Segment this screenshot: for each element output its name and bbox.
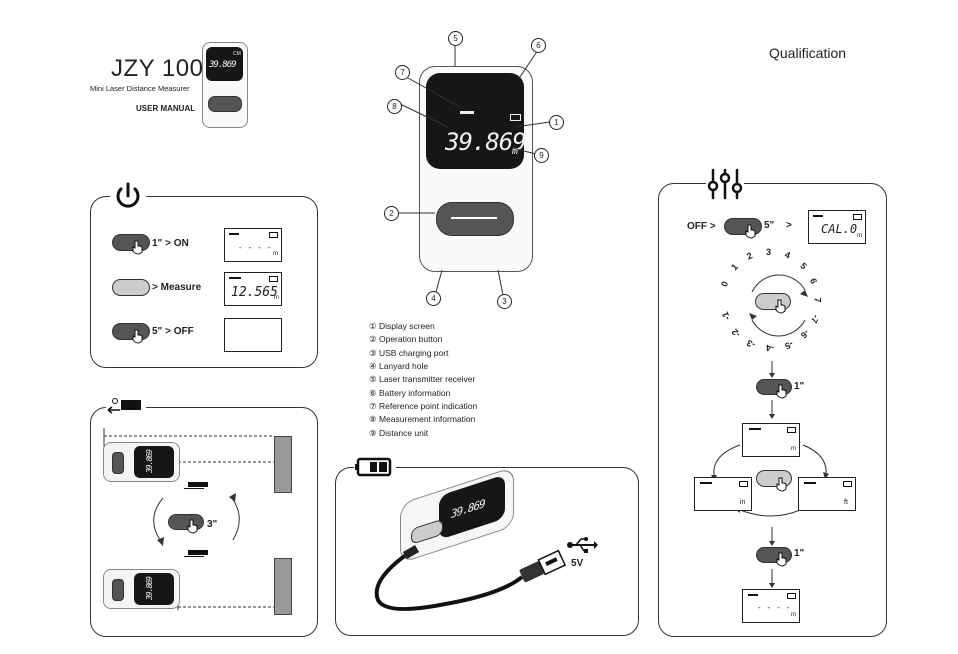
voltage-label: 5V bbox=[571, 558, 584, 569]
legend-item: ⑧ Measurement information bbox=[369, 414, 476, 424]
reference-device-bottom: 39.869 bbox=[103, 569, 180, 609]
settings-hold-label: 5" bbox=[764, 220, 775, 231]
target-wall-bottom bbox=[274, 558, 292, 615]
header-device-button bbox=[208, 96, 242, 112]
hand-pointer-icon bbox=[131, 240, 143, 255]
power-off-screen bbox=[224, 318, 282, 352]
power-on-screen-unit: m bbox=[273, 251, 278, 257]
callout-5: 5 bbox=[448, 31, 463, 46]
hand-pointer-icon bbox=[775, 552, 787, 567]
model-name: JZY 100 bbox=[111, 55, 204, 82]
measure-screen: 12.565 m bbox=[224, 272, 282, 306]
device-screen: 39.869 m bbox=[426, 73, 527, 169]
legend-item: ⑨ Distance unit bbox=[369, 428, 429, 438]
legend-item: ⑤ Laser transmitter receiver bbox=[369, 374, 476, 384]
callout-9: 9 bbox=[534, 148, 549, 163]
settings-off-label: OFF > bbox=[687, 221, 716, 232]
user-manual-label: USER MANUAL bbox=[136, 104, 196, 113]
reference-front-indicator bbox=[184, 550, 208, 558]
measure-screen-text: 12.565 bbox=[231, 285, 278, 300]
power-on-screen-text: - - - - bbox=[238, 243, 272, 252]
hand-pointer-icon bbox=[775, 477, 787, 492]
unit-screen-in-label: in bbox=[740, 499, 746, 506]
power-off-label: 5" > OFF bbox=[152, 326, 194, 337]
legend-item: ① Display screen bbox=[369, 321, 435, 331]
target-wall-top bbox=[274, 436, 292, 493]
hand-pointer-icon bbox=[774, 299, 786, 314]
unit-screen-ft-label: ft bbox=[844, 499, 848, 506]
callout-4: 4 bbox=[426, 291, 441, 306]
reference-device-top: 39.869 bbox=[103, 442, 180, 482]
final-screen-text: - - - - bbox=[757, 603, 791, 612]
battery-indicator-icon bbox=[510, 114, 521, 121]
callout-6: 6 bbox=[531, 38, 546, 53]
battery-icon bbox=[354, 456, 396, 478]
legend-item: ④ Lanyard hole bbox=[369, 361, 429, 371]
usb-icon bbox=[566, 536, 598, 554]
header-device-reading: 39.869 bbox=[209, 60, 236, 70]
legend-item: ⑦ Reference point indication bbox=[369, 401, 478, 411]
unit-screen-m: m bbox=[742, 423, 800, 457]
device-unit: m bbox=[512, 146, 518, 157]
settings-sliders-icon bbox=[706, 168, 744, 200]
settings-arrow: > bbox=[786, 220, 792, 231]
hand-pointer-icon bbox=[186, 519, 198, 534]
legend-item: ⑥ Battery information bbox=[369, 388, 451, 398]
power-icon bbox=[110, 182, 146, 212]
callout-2: 2 bbox=[384, 206, 399, 221]
unit-press-label-1: 1" bbox=[794, 381, 805, 392]
unit-screen-ft: ft bbox=[798, 477, 856, 511]
calibration-screen-text: CAL.0 bbox=[821, 222, 858, 236]
power-on-screen: - - - - m bbox=[224, 228, 282, 262]
reference-hold-label: 3" bbox=[207, 519, 218, 530]
unit-press-label-2: 1" bbox=[794, 548, 805, 559]
hand-pointer-icon bbox=[744, 224, 756, 239]
reference-point-indicator bbox=[460, 111, 474, 114]
hand-pointer-icon bbox=[131, 329, 143, 344]
final-screen: - - - - m bbox=[742, 589, 800, 623]
callout-8: 8 bbox=[387, 99, 402, 114]
legend-item: ③ USB charging port bbox=[369, 348, 449, 358]
model-subtitle: Mini Laser Distance Measurer bbox=[90, 84, 190, 93]
header-device-badge: CM bbox=[233, 51, 241, 57]
qualification-label: Qualification bbox=[769, 45, 847, 61]
unit-screen-m-label: m bbox=[791, 446, 796, 452]
operation-button bbox=[436, 202, 514, 236]
callout-7: 7 bbox=[395, 65, 410, 80]
callout-3: 3 bbox=[497, 294, 512, 309]
final-screen-unit: m bbox=[791, 612, 796, 618]
measure-screen-unit: m bbox=[274, 295, 279, 301]
reference-rear-indicator bbox=[184, 482, 208, 490]
power-on-label: 1" > ON bbox=[152, 238, 189, 249]
header-device-screen: 39.869 CM bbox=[206, 47, 243, 81]
legend-item: ② Operation button bbox=[369, 334, 443, 344]
hand-pointer-icon bbox=[775, 384, 787, 399]
header-device: 39.869 CM bbox=[202, 42, 248, 128]
calibration-screen-unit: m bbox=[857, 233, 862, 239]
calibration-screen: CAL.0 m bbox=[808, 210, 866, 244]
measure-button bbox=[112, 279, 150, 296]
device-reading: 39.869 bbox=[445, 128, 527, 156]
callout-1: 1 bbox=[549, 115, 564, 130]
measure-label: > Measure bbox=[152, 282, 202, 293]
unit-screen-in: in bbox=[694, 477, 752, 511]
device-body: 39.869 m bbox=[419, 66, 533, 272]
reference-point-icon bbox=[106, 396, 146, 416]
